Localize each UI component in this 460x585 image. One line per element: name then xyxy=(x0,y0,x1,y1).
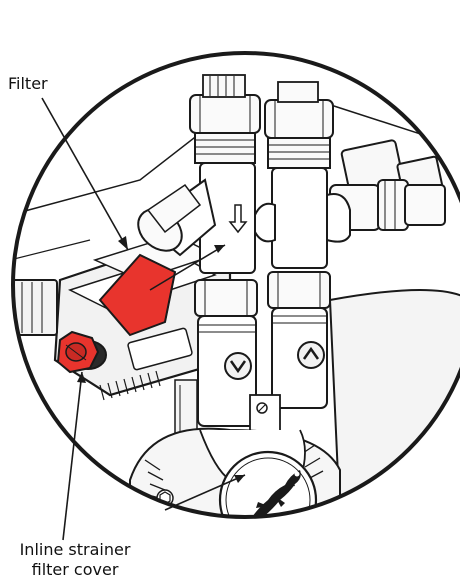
filter-leader xyxy=(41,97,226,291)
strainer-label: Inline strainer filter cover xyxy=(0,540,150,580)
detail-circle xyxy=(11,51,460,519)
right-housing xyxy=(328,289,460,517)
inline-strainer-filter-cover xyxy=(56,330,107,374)
flow-arrow-icon xyxy=(228,204,248,234)
filter xyxy=(98,253,177,337)
check-valve-icon xyxy=(224,352,252,380)
filter-label: Filter xyxy=(8,74,48,93)
strainer-label-line1: Inline strainer xyxy=(19,540,131,559)
left-pipe-assembly xyxy=(137,74,261,427)
strainer-label-line2: filter cover xyxy=(31,560,119,579)
pump-motor xyxy=(129,427,341,517)
right-pipe-assembly xyxy=(254,81,351,409)
strainer-leader xyxy=(62,371,246,541)
check-valve-icon xyxy=(297,341,325,369)
